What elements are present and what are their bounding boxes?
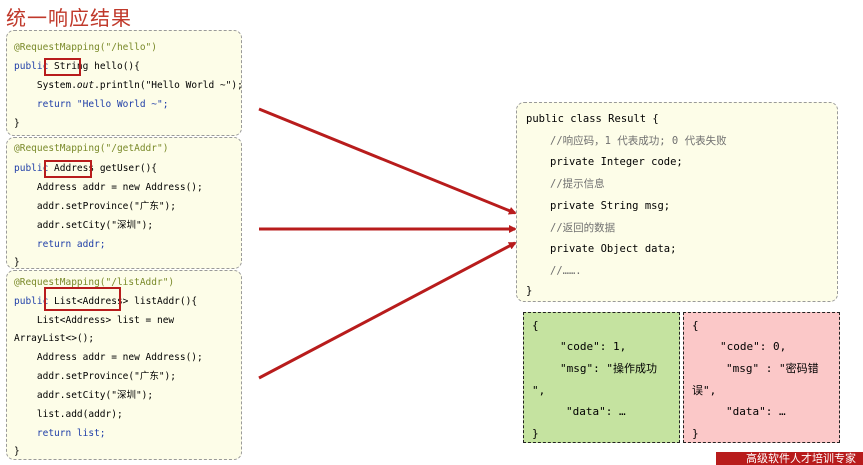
annotation-line: @RequestMapping("/listAddr") bbox=[14, 277, 175, 288]
code-line: System.out.println("Hello World ~"); bbox=[14, 80, 243, 91]
method-signature: public List<Address> listAddr(){ bbox=[14, 296, 198, 307]
json-line: } bbox=[692, 427, 699, 440]
json-line: { bbox=[532, 319, 539, 332]
footer-banner: 高级软件人才培训专家 bbox=[716, 452, 863, 465]
result-class-block bbox=[516, 102, 838, 302]
code-line: list.add(addr); bbox=[14, 409, 123, 420]
json-line: "code": 1, bbox=[560, 340, 627, 353]
method-signature: public Address getUser(){ bbox=[14, 163, 158, 174]
result-comment: //……. bbox=[550, 265, 582, 277]
result-class-footer: } bbox=[526, 285, 533, 297]
arrow-hello bbox=[258, 107, 517, 215]
method-signature: public String hello(){ bbox=[14, 61, 140, 72]
json-success-block bbox=[523, 312, 680, 443]
json-line: ", bbox=[532, 384, 546, 397]
code-line: } bbox=[14, 118, 20, 129]
json-line: { bbox=[692, 319, 699, 332]
result-class-header: public class Result { bbox=[526, 113, 659, 125]
return-type-highlight bbox=[44, 287, 121, 311]
code-line: addr.setCity("深圳"); bbox=[14, 220, 154, 231]
json-line: "msg": "操作成功 bbox=[560, 362, 657, 375]
code-line: Address addr = new Address(); bbox=[14, 352, 203, 363]
json-line: } bbox=[532, 427, 539, 440]
result-comment: //响应码，1 代表成功; 0 代表失败 bbox=[550, 135, 727, 147]
code-line: } bbox=[14, 257, 20, 268]
result-field: private String msg; bbox=[550, 200, 671, 212]
code-line: } bbox=[14, 446, 20, 457]
json-error-block bbox=[683, 312, 840, 443]
code-line: List<Address> list = new bbox=[14, 315, 175, 326]
result-comment: //提示信息 bbox=[550, 178, 605, 190]
code-line: return list; bbox=[14, 428, 106, 439]
return-type-highlight bbox=[44, 58, 81, 76]
code-line: ArrayList<>(); bbox=[14, 333, 95, 344]
code-block-getaddr bbox=[6, 137, 242, 269]
code-line: addr.setProvince("广东"); bbox=[14, 371, 176, 382]
json-line: "data": … bbox=[566, 405, 626, 418]
return-type-highlight bbox=[44, 160, 92, 178]
json-line: "msg" : "密码错 bbox=[726, 362, 819, 375]
code-block-hello bbox=[6, 30, 242, 136]
page-title: 统一响应结果 bbox=[6, 6, 132, 30]
code-line: return "Hello World ~"; bbox=[14, 99, 169, 110]
result-field: private Integer code; bbox=[550, 156, 683, 168]
result-comment: //返回的数据 bbox=[550, 222, 616, 234]
json-line: 误", bbox=[692, 384, 717, 397]
json-line: "data": … bbox=[726, 405, 786, 418]
code-line: addr.setProvince("广东"); bbox=[14, 201, 176, 212]
json-line: "code": 0, bbox=[720, 340, 787, 353]
annotation-line: @RequestMapping("/getAddr") bbox=[14, 143, 169, 154]
code-line: return addr; bbox=[14, 239, 106, 250]
result-field: private Object data; bbox=[550, 243, 677, 255]
code-line: Address addr = new Address(); bbox=[14, 182, 203, 193]
code-line: addr.setCity("深圳"); bbox=[14, 390, 154, 401]
annotation-line: @RequestMapping("/hello") bbox=[14, 42, 157, 53]
arrow-listaddr bbox=[258, 241, 517, 380]
